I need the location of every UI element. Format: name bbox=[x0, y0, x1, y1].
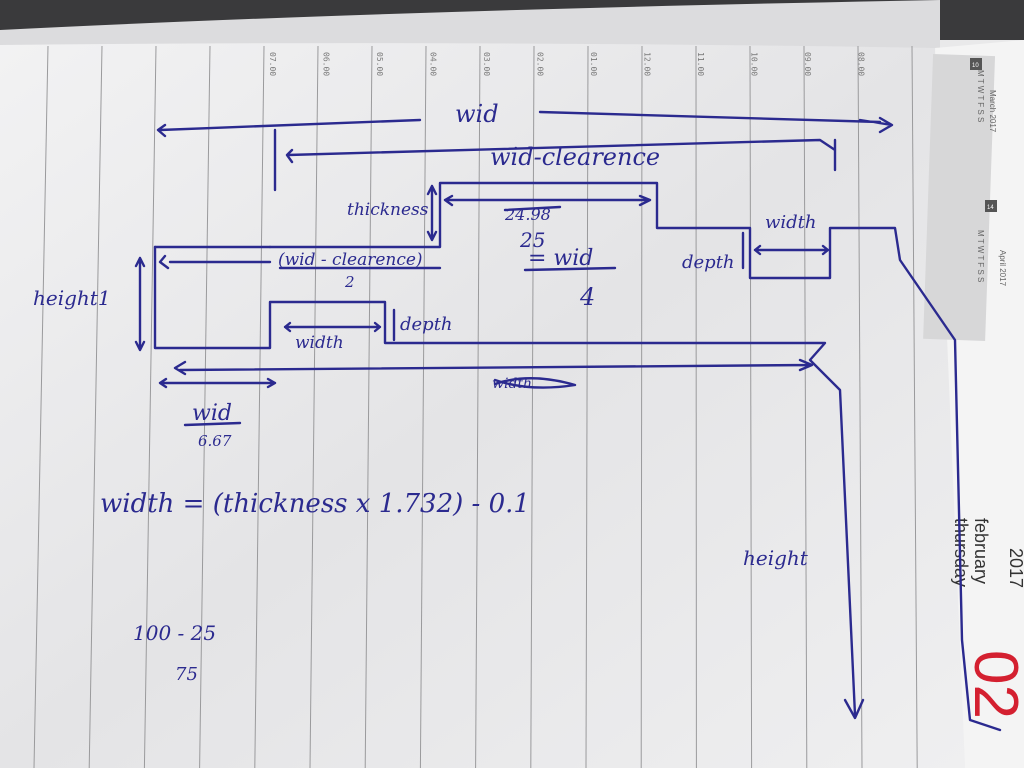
calendar-weekdays: M T W T F S S bbox=[976, 70, 985, 122]
thickness-arrow bbox=[426, 184, 438, 242]
notebook-page bbox=[0, 43, 965, 768]
ruled-lines bbox=[33, 45, 918, 768]
hour-label: 05.00 bbox=[375, 52, 384, 76]
calendar-weekdays-april: M T W T F S S bbox=[976, 230, 985, 282]
hour-label: 06.00 bbox=[322, 52, 331, 76]
top-step-arrow bbox=[443, 194, 652, 207]
march-week-number: 10 bbox=[972, 63, 979, 69]
hour-label: 04.00 bbox=[429, 52, 438, 76]
mini-calendar bbox=[923, 53, 996, 341]
label-wid: wid bbox=[455, 100, 499, 128]
ruled-line bbox=[475, 45, 481, 768]
left-box bbox=[153, 245, 272, 270]
ruled-line bbox=[254, 45, 265, 768]
hour-label: 08.00 bbox=[857, 52, 866, 76]
wid-over-667-arrow bbox=[158, 377, 277, 389]
bottom-dimension-line bbox=[173, 358, 814, 376]
ruled-line bbox=[857, 45, 863, 768]
ruled-line bbox=[911, 45, 918, 768]
april-week-number: 14 bbox=[987, 205, 994, 211]
ruled-line bbox=[640, 45, 643, 768]
height-arrowhead bbox=[843, 698, 865, 720]
scribbled-word: width bbox=[492, 376, 532, 392]
ruled-line bbox=[33, 45, 49, 768]
calc-100-minus-25: 100 - 25 bbox=[133, 621, 216, 645]
ruled-line bbox=[309, 45, 319, 768]
label-width-right: width bbox=[765, 212, 817, 233]
ruled-line bbox=[199, 45, 211, 768]
label-25: 25 bbox=[519, 228, 545, 252]
ruled-line bbox=[364, 45, 373, 768]
label-half-clearance: (wid - clearence) bbox=[278, 250, 423, 270]
wid-dimension-line bbox=[156, 110, 894, 138]
width-formula: width = (thickness x 1.732) - 0.1 bbox=[100, 489, 530, 519]
ruled-line bbox=[143, 45, 157, 768]
calendar-april-title: April 2017 bbox=[998, 250, 1007, 287]
label-eq-wid: = wid bbox=[528, 246, 593, 271]
label-2: 2 bbox=[344, 273, 355, 291]
hour-label: 02.00 bbox=[536, 52, 545, 76]
hour-labels: 07.00 06.00 05.00 04.00 03.00 02.00 01.00 12.00… bbox=[268, 52, 866, 76]
ruled-line bbox=[88, 45, 103, 768]
handwriting: wid wid-clearence thickness 24.98 25 = w… bbox=[33, 100, 817, 685]
hour-label: 09.00 bbox=[803, 52, 812, 76]
profile-top bbox=[268, 181, 1002, 732]
hour-label: 03.00 bbox=[482, 52, 491, 76]
label-4: 4 bbox=[579, 283, 595, 311]
label-height: height bbox=[743, 546, 809, 570]
label-wid-clearance: wid-clearence bbox=[490, 143, 660, 171]
label-depth-left: depth bbox=[400, 314, 453, 335]
curled-page bbox=[0, 0, 940, 50]
diagram-strokes bbox=[134, 110, 1002, 732]
label-6-67: 6.67 bbox=[198, 432, 232, 450]
date-month: february bbox=[971, 518, 991, 584]
date-day: 02 bbox=[961, 650, 1024, 719]
hour-label: 10.00 bbox=[750, 52, 759, 76]
hour-label: 01.00 bbox=[589, 52, 598, 76]
label-width-left: width bbox=[295, 333, 344, 353]
label-wid-small: wid bbox=[192, 401, 232, 426]
calc-75: 75 bbox=[175, 664, 198, 685]
wid-clearance-dimension-line bbox=[273, 128, 837, 192]
right-step-arrows bbox=[741, 231, 830, 270]
fraction-bars bbox=[183, 266, 617, 427]
struck-value: 24.98 bbox=[504, 205, 551, 224]
ruled-line bbox=[585, 45, 589, 768]
label-depth-right: depth bbox=[682, 252, 735, 273]
april-week-badge bbox=[985, 200, 997, 212]
hour-label: 12.00 bbox=[643, 52, 652, 76]
strike-marks bbox=[493, 205, 577, 389]
label-height1: height1 bbox=[33, 286, 111, 310]
ruled-line bbox=[749, 45, 753, 768]
ruled-line bbox=[419, 45, 427, 768]
march-week-badge bbox=[970, 58, 982, 70]
calendar-march-title: March 2017 bbox=[988, 90, 997, 133]
width-arrow-left bbox=[283, 321, 382, 333]
label-thickness: thickness bbox=[347, 200, 429, 220]
profile-bottom bbox=[153, 245, 857, 717]
hour-label: 11.00 bbox=[696, 52, 705, 76]
height1-arrow bbox=[134, 256, 146, 352]
ruled-line bbox=[530, 45, 535, 768]
hour-label: 07.00 bbox=[268, 52, 277, 76]
ruled-line bbox=[803, 45, 808, 768]
date-year: 2017 bbox=[1006, 548, 1024, 588]
